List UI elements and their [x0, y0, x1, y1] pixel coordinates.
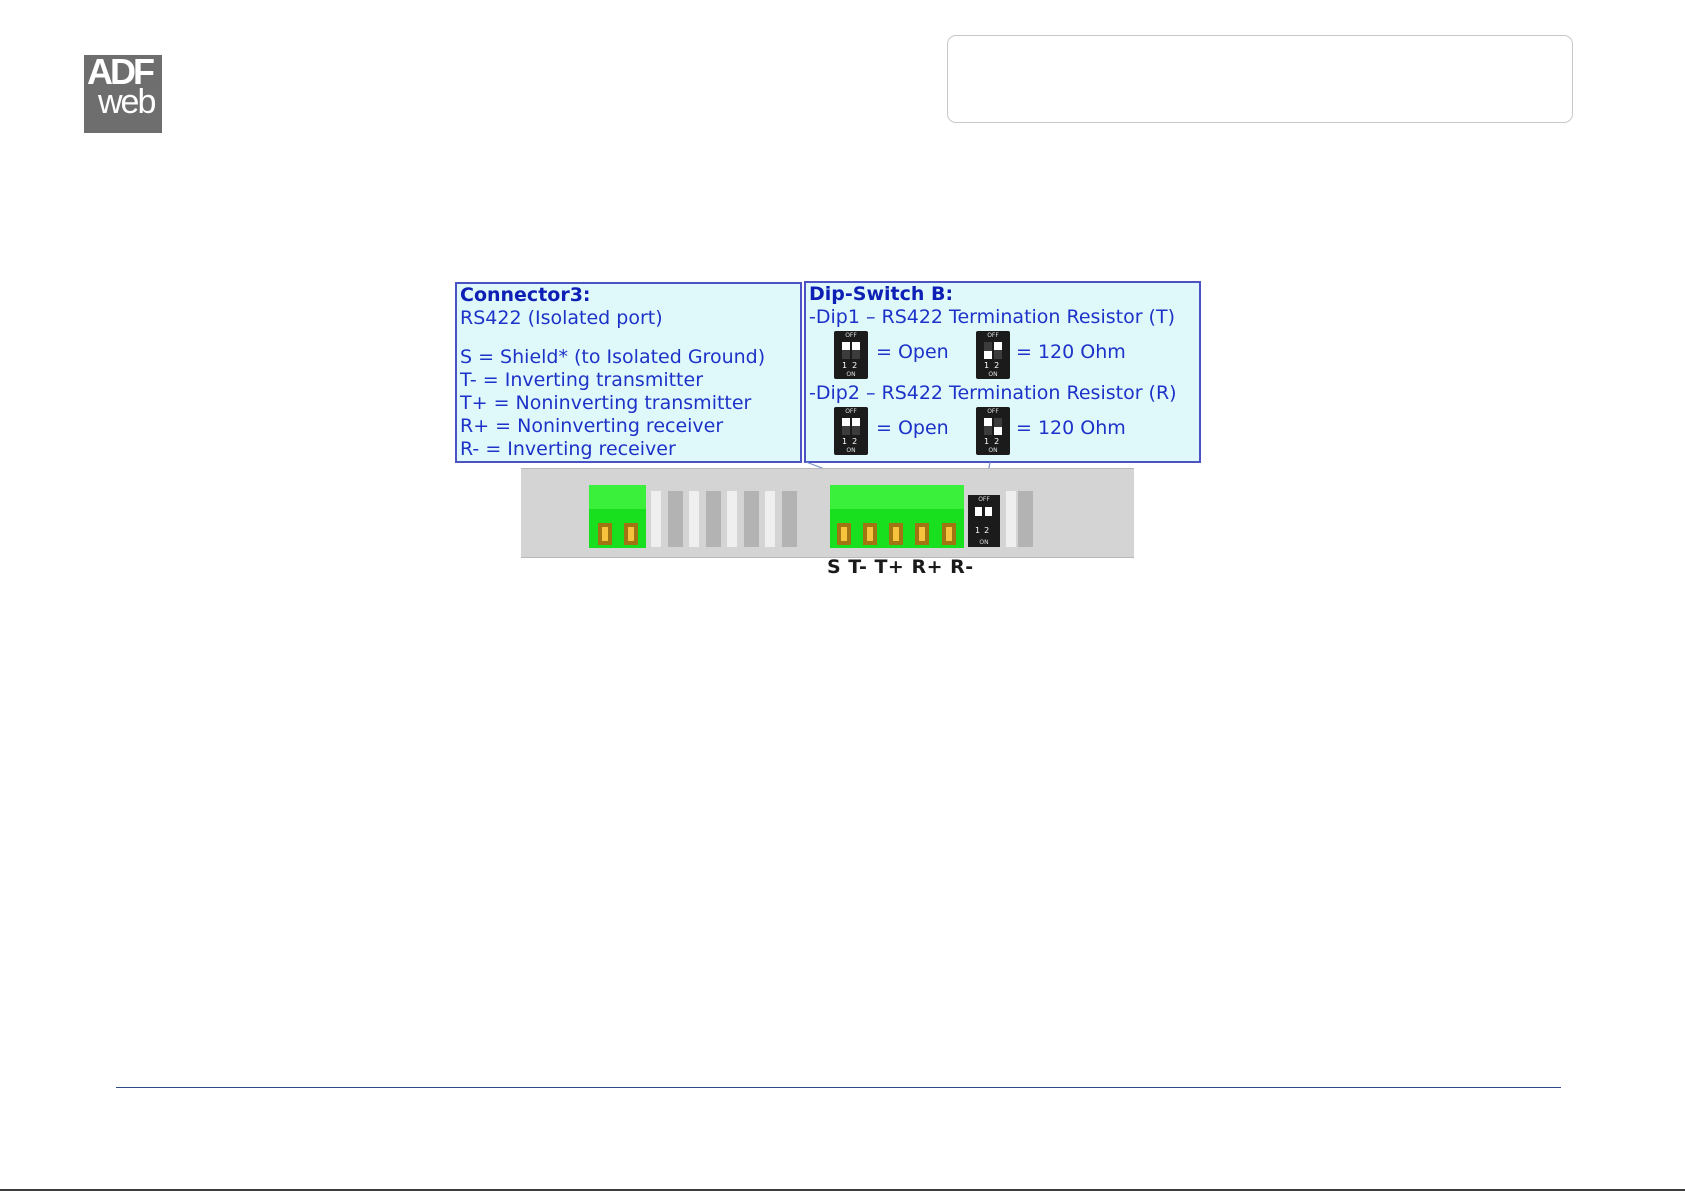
pinout-label: S T- T+ R+ R-	[827, 556, 974, 578]
logo-text-web: web	[98, 83, 156, 121]
terminal-pin-r-plus	[915, 523, 929, 545]
connector-item-r-minus: R- = Inverting receiver	[460, 438, 676, 460]
dip1-heading: -Dip1 – RS422 Termination Resistor (T)	[809, 306, 1175, 328]
bottom-edge	[0, 1189, 1685, 1191]
dip1-open-label: = Open	[876, 341, 949, 363]
device-side-view	[521, 468, 1134, 558]
dip2-120ohm-label: = 120 Ohm	[1016, 417, 1126, 439]
logo-text-adf: ADF	[87, 55, 155, 92]
dip2-open-label: = Open	[876, 417, 949, 439]
dip2-heading: -Dip2 – RS422 Termination Resistor (R)	[809, 382, 1177, 404]
terminal-pin-s	[837, 523, 851, 545]
connector-item-t-minus: T- = Inverting transmitter	[460, 369, 704, 391]
connector-title: Connector3:	[460, 284, 591, 306]
dip2-120ohm-switch-icon: OFF 12 ON	[976, 407, 1010, 455]
connector-item-t-plus: T+ = Noninverting transmitter	[460, 392, 752, 414]
dip2-open-switch-icon: OFF 12 ON	[834, 407, 868, 455]
dip-title: Dip-Switch B:	[809, 283, 954, 305]
dip1-120ohm-label: = 120 Ohm	[1016, 341, 1126, 363]
rs422-terminal-block	[830, 485, 964, 548]
dip1-120ohm-switch-icon: OFF 12 ON	[976, 331, 1010, 379]
terminal-pin-t-minus	[863, 523, 877, 545]
device-dip-switch-icon: OFF 12 ON	[968, 495, 1000, 547]
header-info-box	[947, 35, 1573, 123]
connector-callout: Connector3: RS422 (Isolated port) S = Sh…	[455, 282, 802, 463]
footer-rule	[116, 1087, 1561, 1088]
terminal-pin-r-minus	[942, 523, 956, 545]
terminal-pin	[624, 523, 638, 545]
power-terminal-block	[589, 485, 646, 548]
connector-item-r-plus: R+ = Noninverting receiver	[460, 415, 724, 437]
terminal-pin	[598, 523, 612, 545]
terminal-pin-t-plus	[889, 523, 903, 545]
connector-item-shield: S = Shield* (to Isolated Ground)	[460, 346, 766, 368]
dip-switch-callout: Dip-Switch B: -Dip1 – RS422 Termination …	[804, 281, 1201, 463]
adfweb-logo: ADF web	[84, 55, 162, 133]
dip1-open-switch-icon: OFF 12 ON	[834, 331, 868, 379]
connector-subtitle: RS422 (Isolated port)	[460, 307, 663, 329]
